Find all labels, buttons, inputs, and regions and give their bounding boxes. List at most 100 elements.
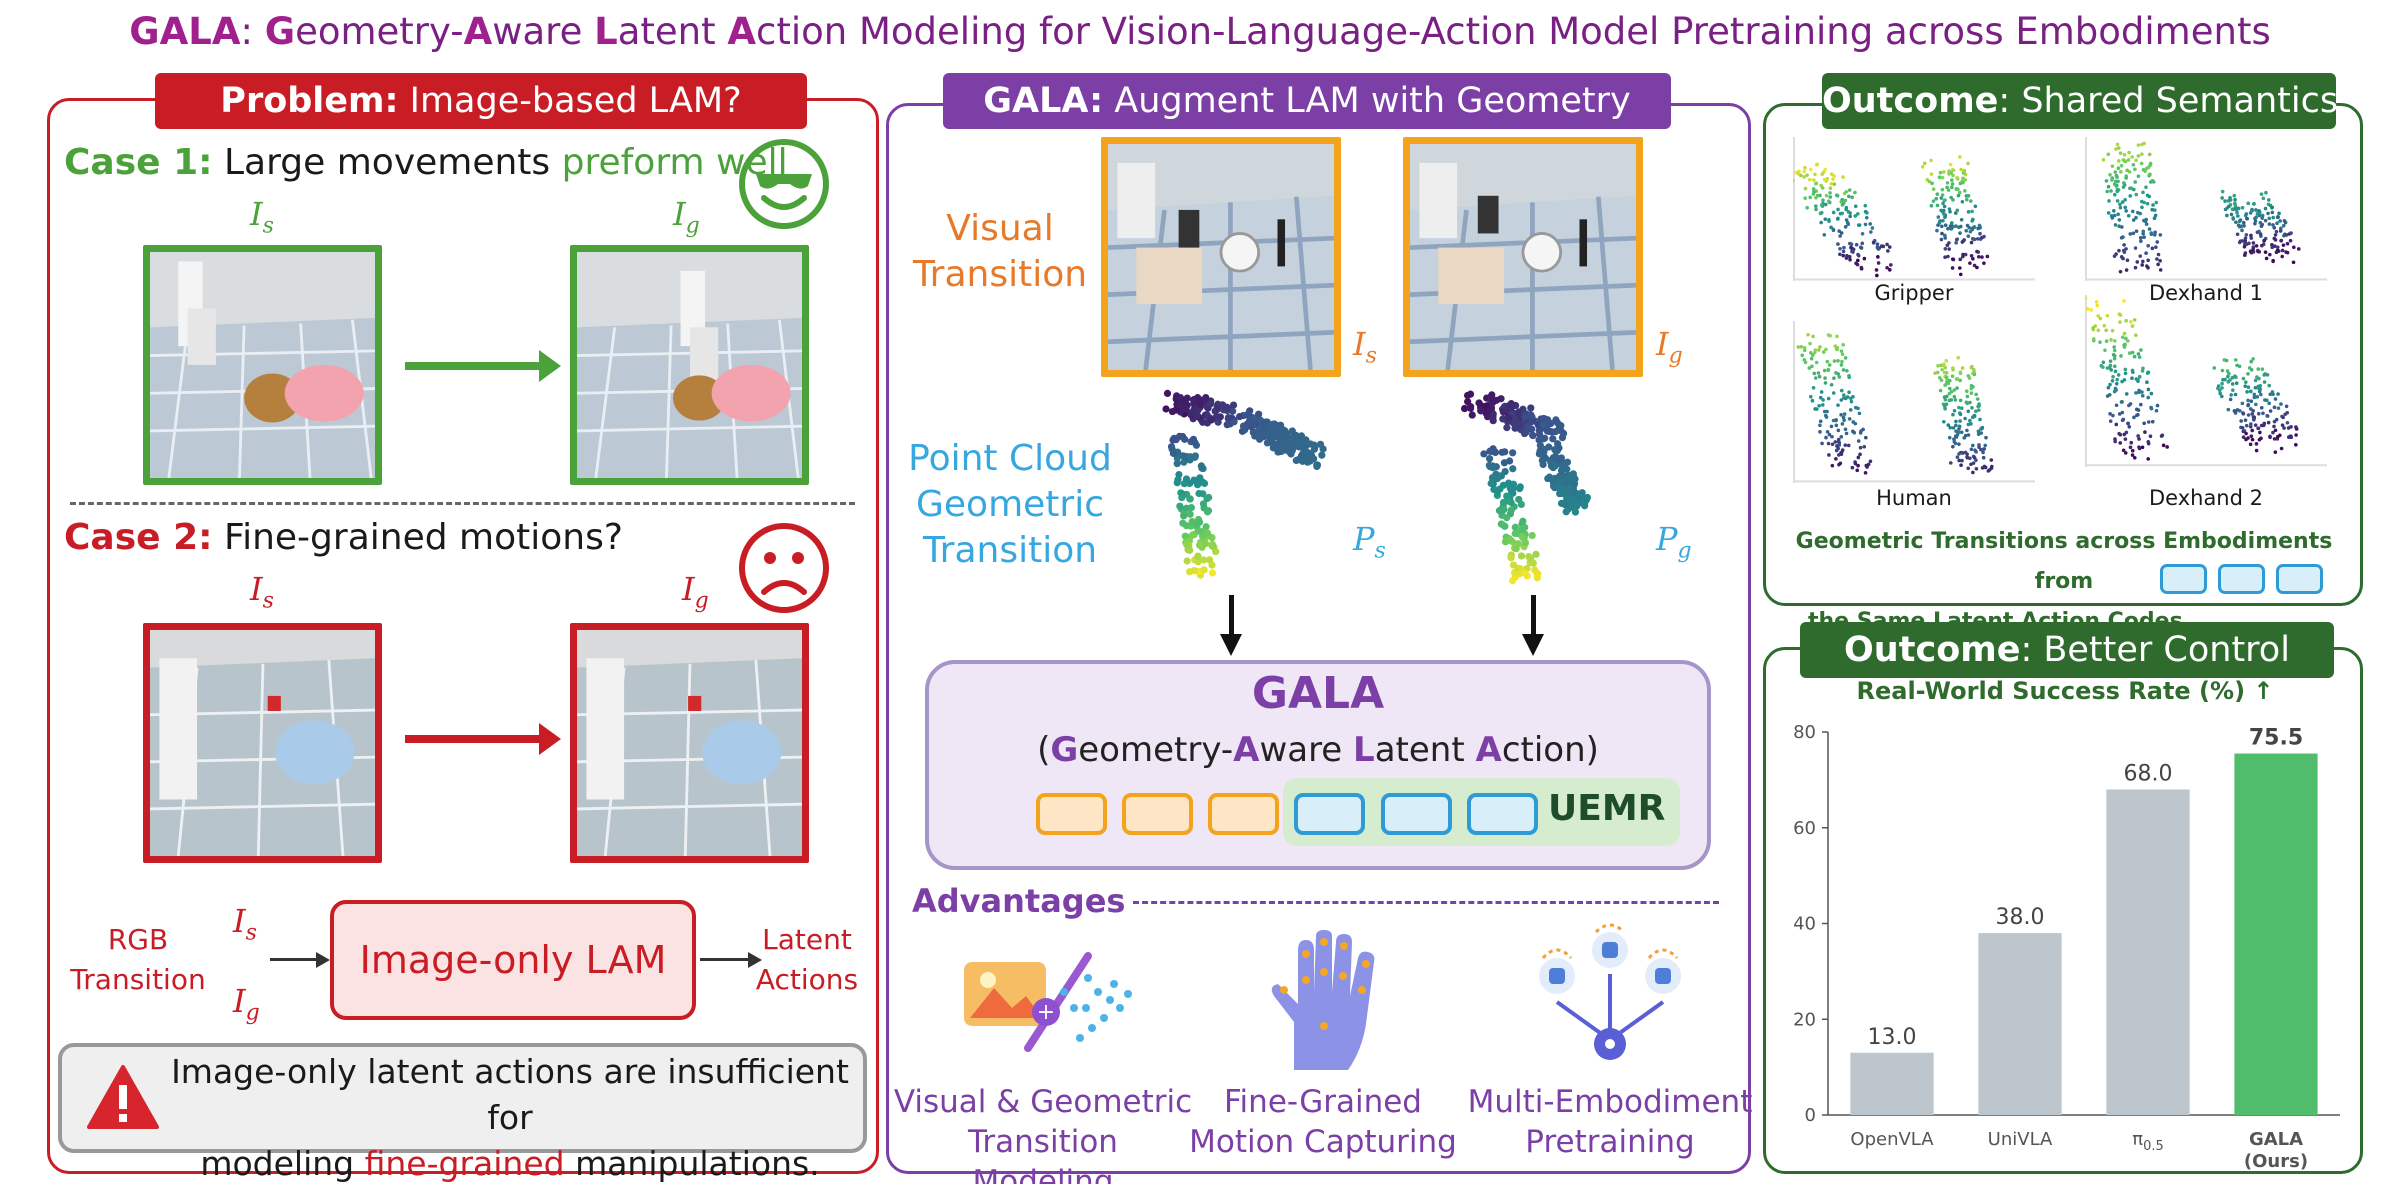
category-label: UniVLA <box>1988 1129 2053 1150</box>
point <box>1258 431 1266 440</box>
point <box>2141 190 2145 195</box>
point <box>1950 182 1955 186</box>
point <box>1848 408 1853 412</box>
point <box>1521 413 1530 421</box>
point <box>1979 427 1983 431</box>
point <box>2272 424 2276 429</box>
point <box>1816 348 1821 352</box>
point <box>1832 182 1837 186</box>
point <box>2235 232 2240 237</box>
point <box>1818 345 1822 349</box>
point <box>1943 198 1947 202</box>
point <box>1966 466 1971 471</box>
point <box>1509 465 1517 473</box>
point <box>2122 331 2127 336</box>
point <box>2220 189 2225 194</box>
point <box>1541 454 1549 462</box>
point <box>1201 539 1210 548</box>
point <box>1858 245 1863 250</box>
point <box>1823 217 1828 222</box>
point <box>2146 243 2150 248</box>
point <box>2114 179 2118 184</box>
point <box>2270 210 2275 215</box>
point <box>2127 150 2131 155</box>
point <box>2104 339 2109 343</box>
point <box>1841 342 1845 347</box>
point <box>1941 363 1946 368</box>
point <box>1980 255 1984 259</box>
point <box>1808 177 1812 182</box>
point <box>1235 412 1244 421</box>
point <box>1807 366 1812 370</box>
point <box>2267 222 2272 226</box>
point <box>1179 452 1187 460</box>
point <box>1813 376 1818 380</box>
point <box>1870 226 1875 230</box>
point <box>2124 318 2128 323</box>
point <box>1316 440 1325 448</box>
point <box>2147 152 2152 157</box>
point <box>1805 205 1809 210</box>
point <box>2118 269 2123 274</box>
point <box>2153 230 2157 235</box>
point <box>1834 457 1838 461</box>
case2-start-photo <box>143 623 382 863</box>
title-acronym: GALA <box>129 10 241 53</box>
point <box>1811 187 1816 191</box>
point <box>1200 556 1208 564</box>
point <box>2292 245 2296 250</box>
point <box>1854 261 1858 266</box>
point <box>2239 224 2244 229</box>
point <box>1842 245 1846 250</box>
title-word: eometry- <box>295 10 464 53</box>
point <box>2251 357 2255 361</box>
point <box>1507 554 1515 562</box>
point <box>1957 452 1961 456</box>
uemr-label: UEMR <box>1548 788 1666 829</box>
point <box>2133 167 2137 172</box>
point <box>1300 441 1308 450</box>
point <box>2223 377 2227 382</box>
point <box>2149 405 2153 410</box>
point <box>2119 170 2123 174</box>
point <box>1990 464 1994 469</box>
point <box>1487 394 1495 403</box>
point <box>2146 387 2151 392</box>
point <box>1793 165 1794 169</box>
point <box>1946 188 1951 192</box>
point <box>2094 300 2099 304</box>
point <box>1966 161 1970 166</box>
point <box>1492 396 1501 404</box>
point <box>1575 495 1583 504</box>
point <box>1957 458 1961 463</box>
point <box>1521 539 1530 547</box>
point <box>1965 452 1969 456</box>
point <box>2122 243 2126 247</box>
point <box>1822 409 1827 414</box>
frowning-face-icon <box>739 523 829 613</box>
point <box>1947 386 1952 391</box>
point <box>2227 371 2231 376</box>
point <box>1941 209 1945 214</box>
title-letter-a: A <box>463 10 493 53</box>
point <box>1941 218 1945 223</box>
point <box>1848 214 1852 219</box>
point <box>1808 195 1813 200</box>
point <box>1963 252 1968 257</box>
point <box>1841 368 1846 372</box>
point <box>2095 303 2100 308</box>
point <box>1843 356 1848 360</box>
point <box>2112 356 2117 361</box>
point <box>2113 192 2117 197</box>
point <box>1922 161 1927 166</box>
point <box>1285 440 1294 449</box>
warning-line1: Image-only latent actions are insufficie… <box>171 1052 849 1137</box>
point <box>1966 210 1971 214</box>
point <box>2146 165 2151 170</box>
point <box>2154 200 2159 205</box>
point <box>2245 390 2249 394</box>
point <box>2233 374 2237 378</box>
point <box>1875 242 1880 246</box>
point <box>1802 348 1807 353</box>
problem-tab-text: Image-based LAM? <box>398 81 742 121</box>
